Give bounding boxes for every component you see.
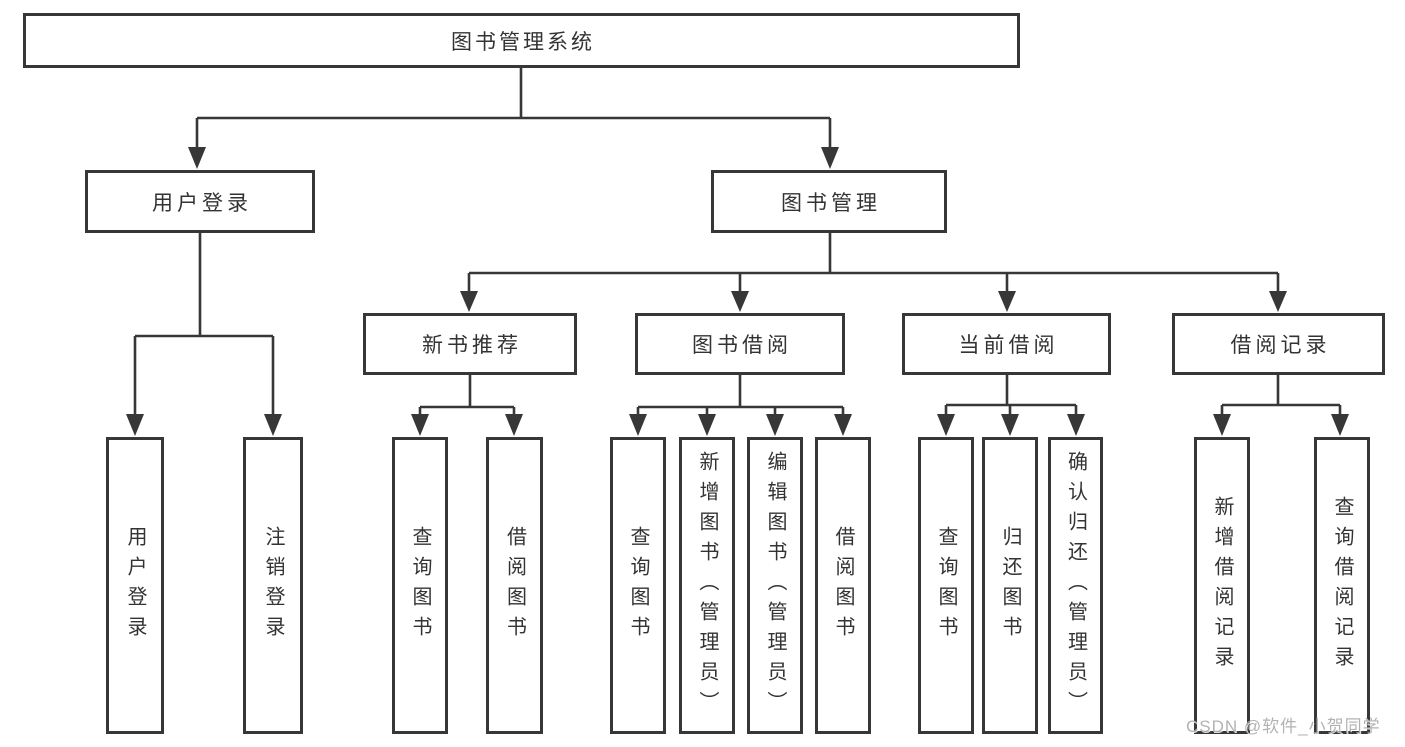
diagram-node-book-borrow: 图书借阅 <box>635 313 845 375</box>
diagram-node-book-management-branch: 图书管理 <box>711 170 947 233</box>
diagram-node-borrow-record: 借阅记录 <box>1172 313 1385 375</box>
diagram-leaf-add-borrow-record: 新增借阅记录 <box>1194 437 1250 734</box>
diagram-leaf-query-books-3: 查询图书 <box>918 437 974 734</box>
diagram-node-root: 图书管理系统 <box>23 13 1020 68</box>
csdn-watermark: CSDN @软件_小贺同学 <box>1186 717 1381 736</box>
diagram-leaf-query-books-1: 查询图书 <box>392 437 448 734</box>
diagram-leaf-logout: 注销登录 <box>243 437 303 734</box>
diagram-node-current-borrow: 当前借阅 <box>902 313 1111 375</box>
diagram-leaf-borrow-books-1: 借阅图书 <box>486 437 543 734</box>
diagram-node-user-login-branch: 用户登录 <box>85 170 315 233</box>
diagram-leaf-user-login: 用户登录 <box>106 437 164 734</box>
diagram-leaf-query-borrow-record: 查询借阅记录 <box>1314 437 1370 734</box>
diagram-leaf-borrow-books-2: 借阅图书 <box>815 437 871 734</box>
diagram-leaf-query-books-2: 查询图书 <box>610 437 666 734</box>
diagram-node-new-book-recommend: 新书推荐 <box>363 313 577 375</box>
diagram-leaf-edit-books-admin: 编辑图书（管理员） <box>747 437 803 734</box>
diagram-leaf-add-books-admin: 新增图书（管理员） <box>679 437 735 734</box>
diagram-leaf-confirm-return-admin: 确认归还（管理员） <box>1048 437 1103 734</box>
diagram-leaf-return-books: 归还图书 <box>982 437 1038 734</box>
